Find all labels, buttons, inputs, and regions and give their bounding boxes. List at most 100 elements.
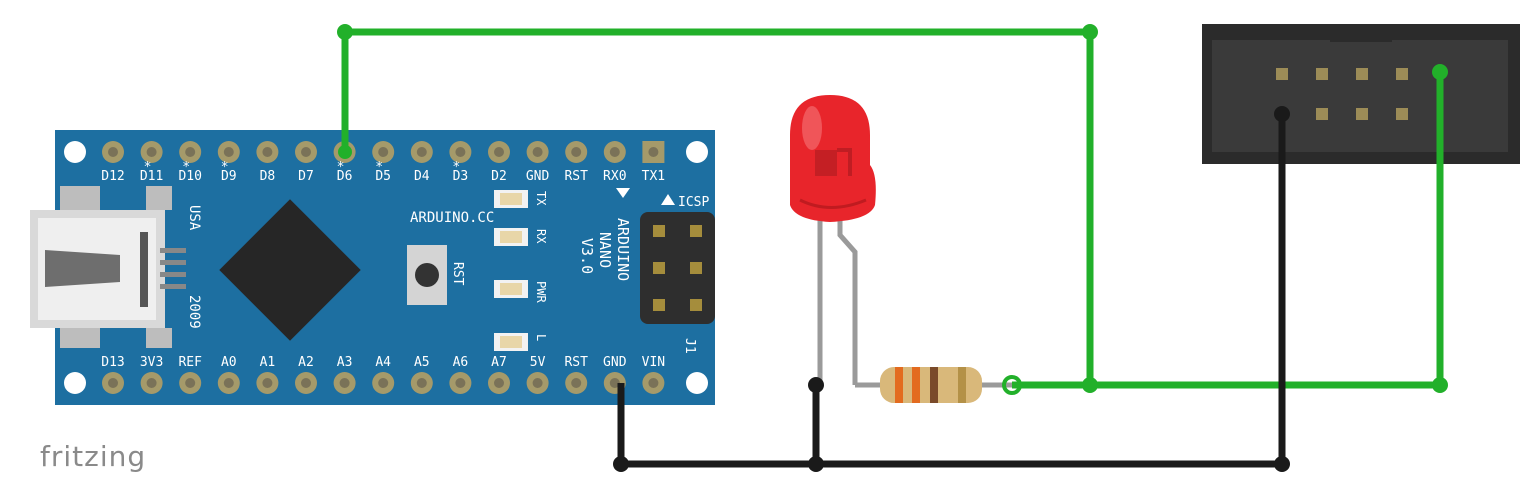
bottom-pin-label: D13 <box>101 355 124 370</box>
top-pin-label: RX0 <box>603 169 626 184</box>
bottom-pin-label: RST <box>564 355 588 370</box>
pin-header-connector <box>1202 24 1520 164</box>
usb-connector <box>30 186 186 348</box>
bottom-pin-a7: A7 <box>488 355 510 394</box>
top-pin-label: D7 <box>298 169 314 184</box>
status-led-pwr: PWR <box>494 280 548 303</box>
top-pin-label: D12 <box>101 169 124 184</box>
bottom-pin-label: 3V3 <box>140 355 163 370</box>
status-led-label: TX <box>534 191 548 206</box>
top-pin-label: D8 <box>260 169 276 184</box>
model-line-3: V3.0 <box>578 238 596 274</box>
bottom-pin-label: A7 <box>491 355 507 370</box>
bottom-pin-d13: D13 <box>101 355 125 394</box>
bottom-pin-3v3: 3V3 <box>140 355 163 394</box>
pwm-mark: * <box>182 160 190 175</box>
board-site-label: ARDUINO.CC <box>410 210 494 226</box>
mount-hole <box>64 372 86 394</box>
top-pin-d12: D12 <box>101 141 125 184</box>
red-led <box>790 95 876 385</box>
bottom-pin-a3: A3 <box>333 355 356 394</box>
bottom-pin-label: A4 <box>375 355 391 370</box>
mount-hole <box>686 372 708 394</box>
status-led-label: PWR <box>534 281 548 303</box>
bottom-pin-ref: REF <box>178 355 202 394</box>
top-pin-rst: RST <box>564 141 588 184</box>
wire-joints-green <box>337 24 1448 393</box>
status-led-label: L <box>534 334 548 341</box>
bottom-pin-label: REF <box>178 355 202 370</box>
bottom-pin-label: A6 <box>453 355 469 370</box>
bottom-pin-label: A2 <box>298 355 314 370</box>
top-pin-d11: D11 <box>140 141 163 184</box>
bottom-pin-a5: A5 <box>410 355 433 394</box>
bottom-pin-a6: A6 <box>449 355 472 394</box>
mount-hole <box>686 141 708 163</box>
status-leds: TX RX PWR L <box>494 190 548 351</box>
pwm-mark: * <box>144 160 152 175</box>
status-led-rx: RX <box>494 228 548 246</box>
top-pin-label: D9 <box>221 169 237 184</box>
resistor-end-joint <box>1002 375 1022 395</box>
top-pin-gnd: GND <box>526 141 550 184</box>
bottom-pin-a0: A0 <box>217 355 240 394</box>
status-led-label: RX <box>534 229 548 244</box>
reset-button[interactable] <box>407 245 447 305</box>
top-pin-label: D11 <box>140 169 163 184</box>
wire-joints-black <box>613 106 1290 472</box>
top-pin-label: RST <box>564 169 588 184</box>
bottom-pin-a2: A2 <box>295 355 317 394</box>
mount-hole <box>64 141 86 163</box>
top-pin-label: D2 <box>491 169 507 184</box>
resistor <box>855 367 1012 403</box>
bottom-pin-label: A0 <box>221 355 237 370</box>
top-pin-d5: D5 <box>372 141 395 184</box>
top-pin-d4: D4 <box>410 141 433 184</box>
top-pin-row: D12 D11 D10 D9 D8 D7 D6 D5 D4 D3 D2 GND RST RX0 TX1 * * *… <box>101 141 665 184</box>
icsp-label: ICSP <box>678 195 709 210</box>
top-pin-label: D4 <box>414 169 430 184</box>
top-pin-tx1: TX1 <box>642 141 665 184</box>
model-line-2: NANO <box>596 232 614 268</box>
top-pin-label: TX1 <box>642 169 665 184</box>
top-pin-d10: D10 <box>178 141 202 184</box>
status-led-tx: TX <box>494 190 548 208</box>
top-pin-label: D3 <box>453 169 469 184</box>
top-pin-d7: D7 <box>295 141 317 184</box>
bottom-pin-row: D13 3V3 REF A0 A1 A2 A3 A4 A5 A6 A7 5V RST GND VIN <box>101 355 665 394</box>
bottom-pin-5v: 5V <box>526 355 549 394</box>
black-wires <box>617 114 1286 468</box>
icsp-header <box>640 212 715 324</box>
top-pin-d9: D9 <box>217 141 240 184</box>
green-wire-d6 <box>341 28 1094 385</box>
bottom-pin-vin: VIN <box>642 355 665 394</box>
top-pin-d2: D2 <box>488 141 510 184</box>
bottom-pin-gnd: GND <box>603 355 627 394</box>
usa-label: USA <box>186 205 202 231</box>
bottom-pin-label: GND <box>603 355 627 370</box>
pwm-mark: * <box>375 160 383 175</box>
top-pin-label: D5 <box>375 169 391 184</box>
black-wire-gnd <box>617 114 1286 468</box>
top-pin-rx0: RX0 <box>603 141 627 184</box>
j1-label: J1 <box>682 338 697 354</box>
top-pin-label: D6 <box>337 169 353 184</box>
top-pin-d3: D3 <box>449 141 472 184</box>
bottom-pin-label: A5 <box>414 355 430 370</box>
rst-label: RST <box>450 262 465 286</box>
pwm-mark: * <box>337 160 345 175</box>
top-pin-label: D10 <box>178 169 201 184</box>
pwm-mark: * <box>221 160 229 175</box>
top-pin-label: GND <box>526 169 550 184</box>
bottom-pin-a4: A4 <box>372 355 395 394</box>
bottom-pin-a1: A1 <box>256 355 279 394</box>
year-label: 2009 <box>186 295 202 329</box>
fritzing-brand-label: fritzing <box>40 440 147 473</box>
rx-triangle-icon <box>616 188 630 198</box>
bottom-pin-label: VIN <box>642 355 665 370</box>
bottom-pin-label: A3 <box>337 355 353 370</box>
bottom-pin-label: A1 <box>260 355 276 370</box>
pwm-mark: * <box>452 160 460 175</box>
